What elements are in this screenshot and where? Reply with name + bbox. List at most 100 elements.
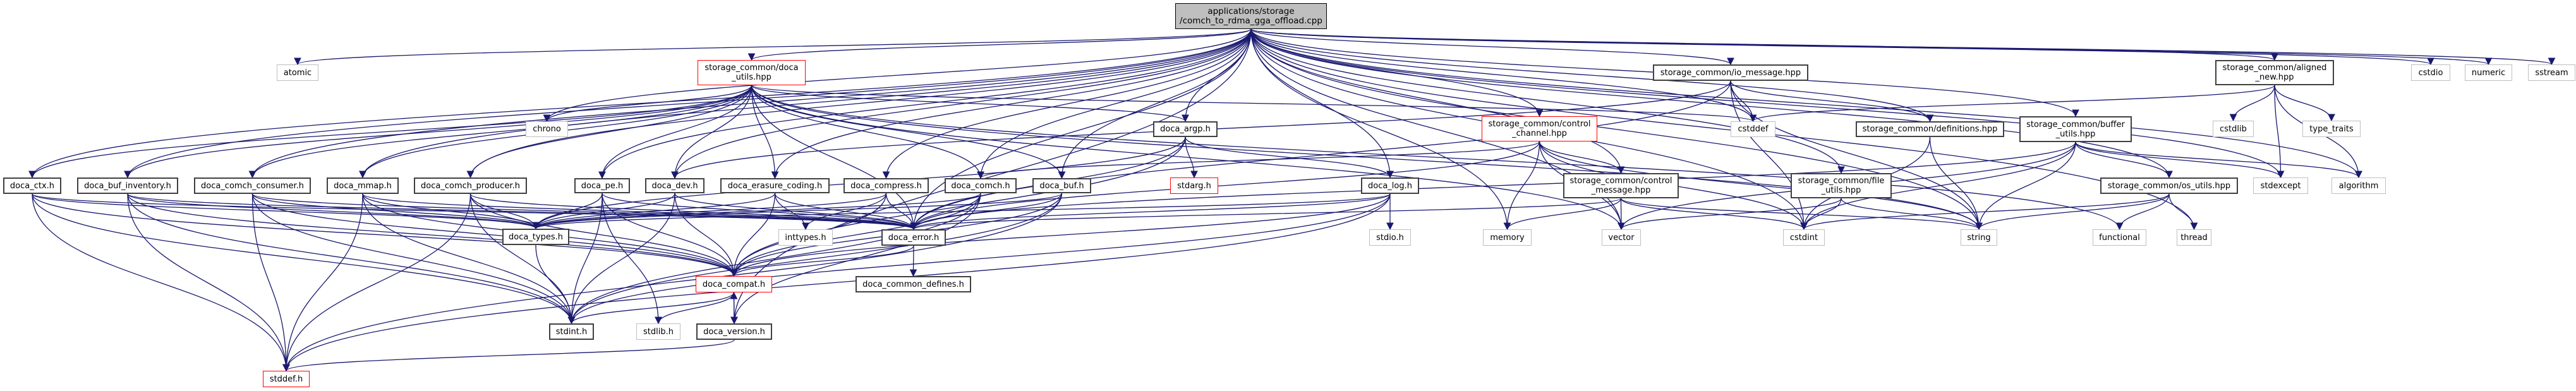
edge-doca_utils-to-doca_argp [751,85,1189,123]
node-algorithm[interactable]: algorithm [2331,177,2386,194]
node-doca-argp[interactable]: doca_argp.h [1153,121,1218,137]
node-string[interactable]: string [1961,229,1997,246]
node-doca-log[interactable]: doca_log.h [1361,177,1419,194]
node-aligned-new[interactable]: storage_common/aligned _new.hpp [2215,60,2334,85]
node-doca-buf-inventory[interactable]: doca_buf_inventory.h [77,177,178,194]
node-vector[interactable]: vector [1602,229,1641,246]
edge-root-to-doca_version [730,28,1252,325]
edge-root-to-string [1250,28,1983,231]
node-file-utils[interactable]: storage_common/file _utils.hpp [1791,173,1892,198]
node-doca-utils[interactable]: storage_common/doca _utils.hpp [698,60,806,85]
node-functional[interactable]: functional [2093,229,2146,246]
edge-io_message-to-string [1730,80,1983,231]
node-stdarg[interactable]: stdarg.h [1170,177,1218,194]
edge-control_channel-to-doca_error [910,141,1540,231]
edge-doca_buf_inventory-to-doca_compat [127,193,738,277]
node-stdio[interactable]: stdio.h [1369,229,1411,246]
edge-root-to-doca_comch_consumer [248,28,1252,179]
edge-root-to-doca_buf_inventory [124,28,1252,179]
node-doca-types[interactable]: doca_types.h [502,229,569,245]
edge-root-to-doca_buf [1058,28,1252,179]
node-stdint[interactable]: stdint.h [549,323,594,340]
edge-doca_comch_consumer-to-stddef [251,193,290,372]
node-buffer-utils[interactable]: storage_common/buffer _utils.hpp [2019,116,2132,142]
edge-doca_utils-to-doca_buf [751,85,1066,179]
edge-root-to-doca_ctx [28,28,1252,179]
edge-doca_comch-to-doca_version [730,193,981,325]
edge-root-to-doca_compress [882,28,1252,179]
node-numeric[interactable]: numeric [2465,64,2512,81]
node-doca-buf[interactable]: doca_buf.h [1032,178,1091,193]
edge-doca_version-to-doca_compat [730,291,738,324]
edge-root-to-cstddef [1250,28,1757,123]
edge-aligned_new-to-stdexcept [2274,85,2285,179]
node-definitions[interactable]: storage_common/definitions.hpp [1856,121,2004,137]
edge-doca_utils-to-doca_comch_consumer [248,85,753,179]
edge-doca_utils-to-doca_comch_producer [466,85,753,179]
node-type-traits[interactable]: type_traits [2302,121,2361,137]
edge-doca_erasure_coding-to-doca_compat [730,193,776,277]
edge-doca_compat-to-stdint [567,292,735,325]
edge-doca_argp-to-doca_log [1185,136,1394,179]
edge-os_utils-to-cstdint [1800,193,2170,231]
edge-doca_log-to-doca_error [910,193,1391,231]
node-memory[interactable]: memory [1483,229,1532,246]
node-doca-comch-producer[interactable]: doca_comch_producer.h [414,177,527,194]
edge-os_utils-to-thread [2168,193,2198,231]
edge-aligned_new-to-cstddef [1749,85,2275,123]
node-doca-mmap[interactable]: doca_mmap.h [327,177,399,194]
node-cstdint[interactable]: cstdint [1783,229,1825,246]
node-stdlib[interactable]: stdlib.h [636,323,680,340]
node-cstdio[interactable]: cstdio [2411,64,2450,81]
edge-doca_comch_consumer-to-doca_compat [251,193,738,277]
node-doca-common-defines[interactable]: doca_common_defines.h [856,276,971,292]
node-control-channel[interactable]: storage_common/control _channel.hpp [1482,116,1597,141]
node-inttypes[interactable]: inttypes.h [778,229,833,246]
edge-buffer_utils-to-cstdint [1800,141,2076,231]
node-cstddef[interactable]: cstddef [1731,121,1775,137]
edge-root-to-doca_mmap [359,28,1252,179]
edge-doca_utils-to-functional [751,85,2124,231]
edge-control_message-to-doca_error [910,198,1622,231]
node-io-message[interactable]: storage_common/io_message.hpp [1653,64,1808,81]
edge-doca_compress-to-inttypes [802,193,887,231]
node-doca-version[interactable]: doca_version.h [696,323,772,340]
node-doca-compress[interactable]: doca_compress.h [844,178,929,193]
edge-doca_log-to-doca_compat [730,193,1391,277]
node-doca-erasure-coding[interactable]: doca_erasure_coding.h [720,178,830,193]
node-atomic[interactable]: atomic [277,64,318,81]
edge-file_utils-to-vector [1618,198,1842,231]
edge-doca_log-to-stdint [567,193,1391,325]
edge-root-to-doca_erasure_coding [771,28,1252,179]
node-doca-ctx[interactable]: doca_ctx.h [3,177,61,194]
edge-doca_comch-to-stdint [567,193,981,325]
edge-root-to-control_message [1250,28,1625,174]
node-doca-pe[interactable]: doca_pe.h [574,178,630,193]
edge-doca_dev-to-doca_compat [674,193,738,277]
edge-root-to-file_utils [1250,28,1845,174]
node-control-message[interactable]: storage_common/control _message.hpp [1563,173,1679,198]
node-stddef[interactable]: stddef.h [263,371,310,387]
node-os-utils[interactable]: storage_common/os_utils.hpp [2100,177,2238,194]
edge-doca_pe-to-stdlib [602,193,662,325]
edge-buffer_utils-to-string [1975,141,2076,231]
node-doca-error[interactable]: doca_error.h [881,229,946,246]
edge-buffer_utils-to-doca_error [910,141,2076,231]
node-doca-comch[interactable]: doca_comch.h [945,178,1017,193]
edge-doca_buf-to-doca_types [532,193,1063,230]
node-doca-comch-consumer[interactable]: doca_comch_consumer.h [194,177,311,194]
edge-root-to-memory [1250,28,1511,231]
node-doca-compat[interactable]: doca_compat.h [696,276,772,292]
node-chrono[interactable]: chrono [526,121,568,137]
node-stdexcept[interactable]: stdexcept [2253,177,2308,194]
edge-doca_ctx-to-stdint [32,193,576,325]
edge-control_message-to-vector [1618,198,1625,231]
edge-doca_comch_consumer-to-doca_types [251,193,540,230]
node-sstream[interactable]: sstream [2528,64,2575,81]
node-cstdlib[interactable]: cstdlib [2213,121,2254,137]
node-thread[interactable]: thread [2177,229,2211,246]
node-root[interactable]: applications/storage /comch_to_rdma_gga_… [1175,3,1327,29]
node-doca-dev[interactable]: doca_dev.h [645,178,704,193]
